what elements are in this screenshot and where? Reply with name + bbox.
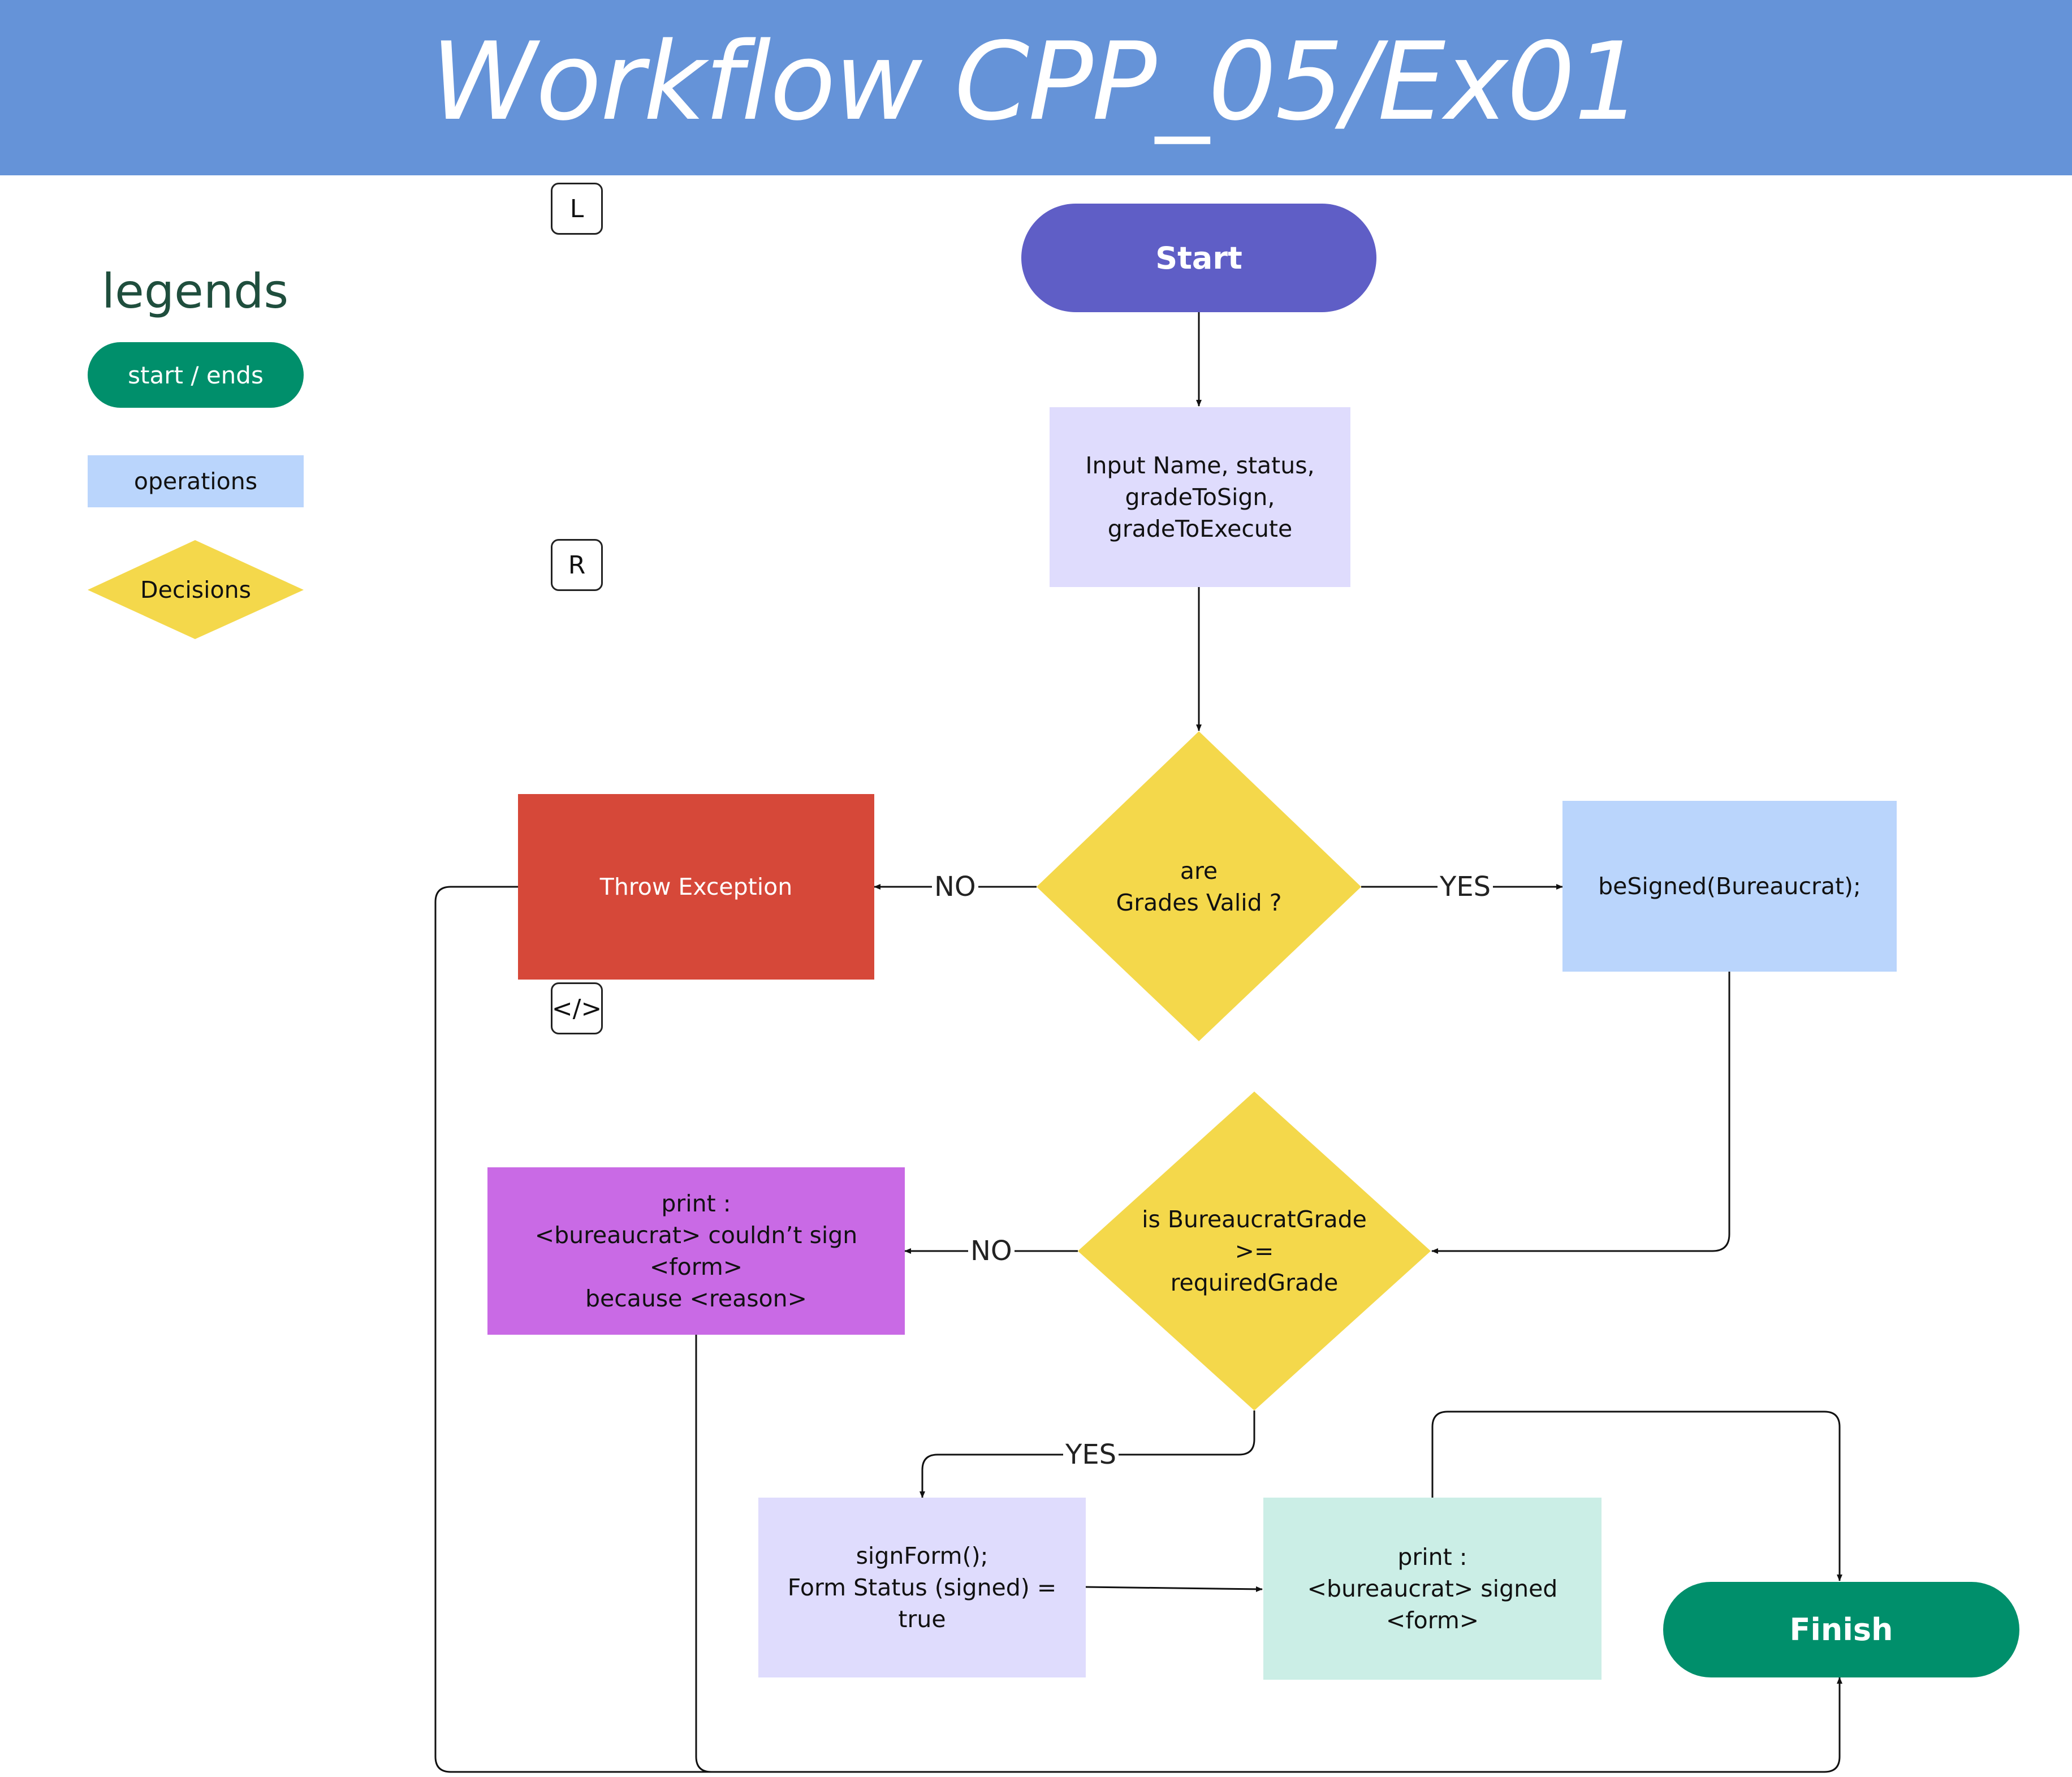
- edge-label-yes-2: YES: [1063, 1439, 1119, 1470]
- header-bar: [0, 0, 2072, 175]
- legend-decisions-label: Decisions: [140, 576, 251, 603]
- node-start-label: Start: [1155, 240, 1242, 276]
- key-l[interactable]: L: [551, 183, 603, 235]
- legend-start-ends-label: start / ends: [128, 361, 264, 389]
- legend-title: legends: [101, 264, 289, 319]
- edge-printok-finish: [1431, 1411, 1842, 1581]
- node-finish-label: Finish: [1789, 1612, 1893, 1647]
- node-sign-form[interactable]: signForm(); Form Status (signed) = true: [758, 1498, 1086, 1677]
- node-print-fail[interactable]: print : <bureaucrat> couldn’t sign <form…: [487, 1167, 905, 1335]
- node-be-signed-label: beSigned(Bureaucrat);: [1598, 873, 1861, 900]
- node-grade-check[interactable]: is BureaucratGrade >= requiredGrade: [1142, 1206, 1367, 1296]
- key-code[interactable]: </>: [551, 982, 603, 1034]
- legend-operations: operations: [88, 455, 304, 507]
- page-title: Workflow CPP_05/Ex01: [430, 19, 1643, 144]
- node-start[interactable]: Start: [1021, 204, 1376, 312]
- decision-grades-valid-shape: [1037, 731, 1361, 1041]
- legend-operations-label: operations: [133, 468, 258, 495]
- edge-label-no-2: NO: [968, 1235, 1015, 1267]
- node-throw-exception-label: Throw Exception: [599, 873, 793, 900]
- edge-label-yes-1: YES: [1438, 871, 1493, 903]
- key-r[interactable]: R: [551, 539, 603, 591]
- edge-besigned-gradecheck: [1431, 972, 1730, 1254]
- legend-start-ends: start / ends: [88, 342, 304, 408]
- decision-grade-check-shape: [1078, 1092, 1431, 1411]
- node-grades-valid[interactable]: are Grades Valid ?: [1116, 857, 1282, 916]
- node-finish[interactable]: Finish: [1663, 1582, 2019, 1677]
- edge-throw-finish: [434, 886, 1842, 1773]
- edge-printfail-finish: [695, 1335, 712, 1773]
- node-be-signed[interactable]: beSigned(Bureaucrat);: [1562, 801, 1897, 972]
- edge-label-no-1: NO: [932, 871, 978, 903]
- node-throw-exception[interactable]: Throw Exception: [518, 794, 874, 980]
- node-input[interactable]: Input Name, status, gradeToSign, gradeTo…: [1050, 407, 1350, 587]
- legend-decision-shape: [88, 540, 304, 639]
- edge-signform-printok: [1085, 1586, 1263, 1592]
- node-print-ok[interactable]: print : <bureaucrat> signed <form>: [1263, 1498, 1602, 1680]
